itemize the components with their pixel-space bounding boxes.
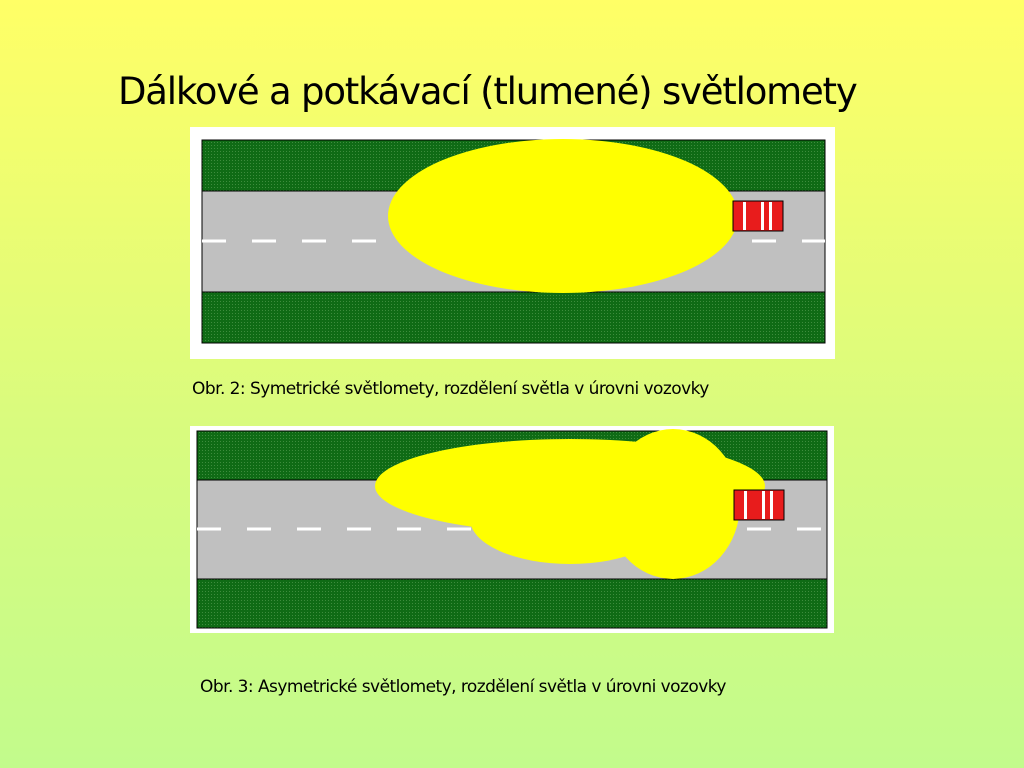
symmetric-headlights-svg [201, 139, 826, 344]
figure-caption-symmetric: Obr. 2: Symetrické světlomety, rozdělení… [192, 379, 709, 399]
slide-title: Dálkové a potkávací (tlumené) světlomety [118, 70, 858, 113]
car [733, 489, 785, 521]
grass-strip-bottom [201, 291, 826, 344]
figure-caption-asymmetric: Obr. 3: Asymetrické světlomety, rozdělen… [200, 677, 727, 697]
asymmetric-headlights-diagram [190, 426, 834, 633]
grass-strip-bottom [196, 578, 828, 629]
asymmetric-headlights-svg [196, 429, 828, 629]
symmetric-headlights-diagram [190, 127, 835, 359]
light-beam-area [388, 139, 738, 293]
car [732, 200, 784, 232]
light-beam-area [375, 429, 765, 579]
